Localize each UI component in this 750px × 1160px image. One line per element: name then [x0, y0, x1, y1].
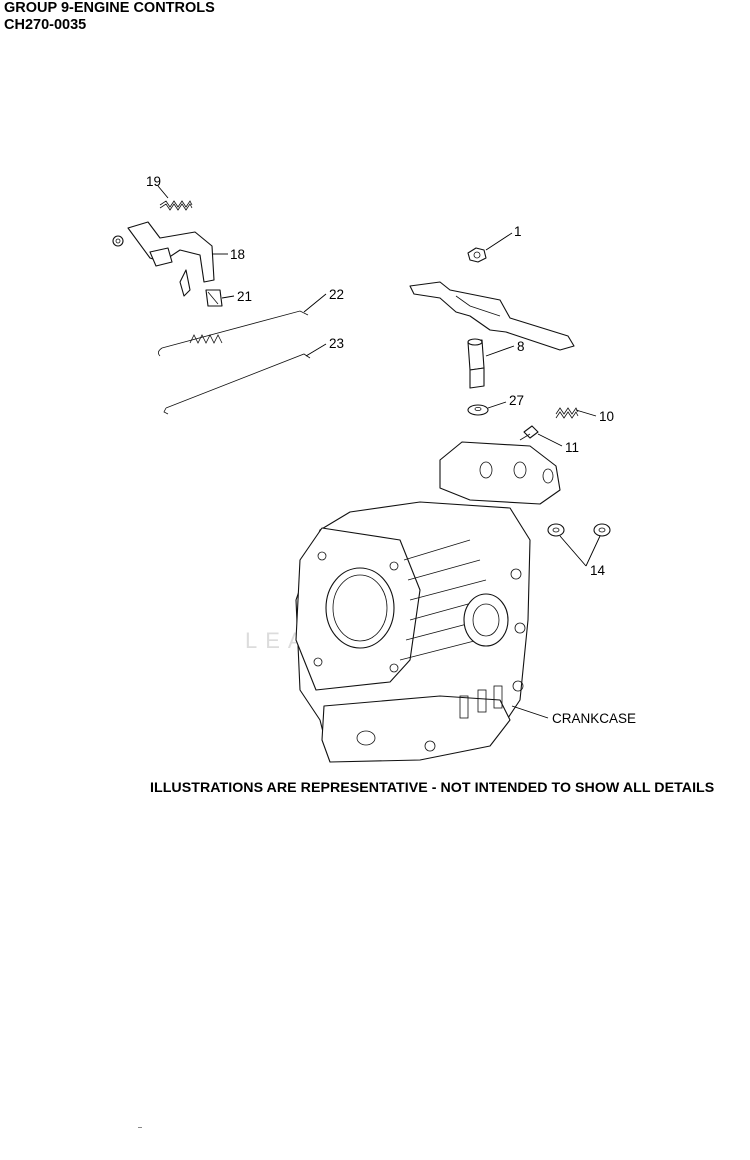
- callout-14: 14: [590, 563, 606, 578]
- part-22-governor-rod-spring[interactable]: [158, 310, 309, 357]
- callout-19: 19: [146, 174, 161, 189]
- part-18-governor-lever[interactable]: [112, 221, 215, 297]
- part-23-throttle-link[interactable]: [163, 353, 311, 415]
- leader-14b: [585, 535, 601, 567]
- callout-18: 18: [230, 247, 245, 262]
- leader-22: [303, 293, 327, 313]
- callout-22: 22: [329, 287, 344, 302]
- callout-11: 11: [565, 440, 579, 455]
- throttle-control-plate[interactable]: [409, 281, 575, 351]
- callout-8: 8: [517, 339, 525, 354]
- callout-23: 23: [329, 336, 344, 351]
- leader-crankcase: [511, 705, 549, 719]
- leader-27: [487, 401, 507, 409]
- leader-10: [575, 409, 597, 417]
- callout-10: 10: [599, 409, 614, 424]
- part-21-clip[interactable]: [205, 289, 223, 307]
- part-27-washer[interactable]: [467, 404, 489, 416]
- group-title: GROUP 9-ENGINE CONTROLS: [4, 0, 215, 16]
- part-10-spring[interactable]: [555, 407, 579, 419]
- callout-27: 27: [509, 393, 524, 408]
- leader-8: [485, 345, 515, 357]
- illustration-disclaimer: ILLUSTRATIONS ARE REPRESENTATIVE - NOT I…: [150, 780, 715, 796]
- callout-1: 1: [514, 224, 522, 239]
- part-1-nut[interactable]: [467, 247, 487, 263]
- part-8-governor-shaft[interactable]: [467, 338, 485, 389]
- leader-11: [537, 433, 563, 447]
- leader-21: [221, 295, 235, 299]
- page-mark: [138, 1127, 142, 1128]
- model-code: CH270-0035: [4, 17, 87, 33]
- crankcase-assembly[interactable]: [295, 441, 561, 763]
- leader-23: [305, 343, 327, 357]
- leader-19: [157, 185, 169, 199]
- part-14-washers[interactable]: [547, 523, 611, 537]
- leader-1: [485, 232, 513, 251]
- callout-21: 21: [237, 289, 252, 304]
- callout-crankcase: CRANKCASE: [552, 711, 636, 726]
- part-19-spring[interactable]: [159, 200, 193, 211]
- part-11-screw[interactable]: [519, 425, 539, 441]
- leader-14a: [559, 535, 587, 567]
